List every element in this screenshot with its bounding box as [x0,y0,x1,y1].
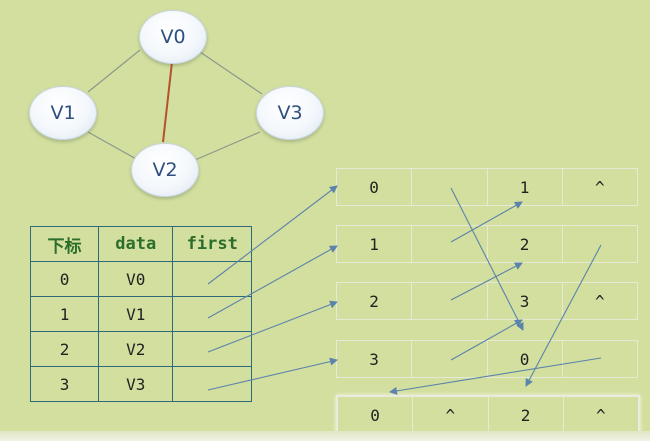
edge-cell [412,341,488,377]
table-header-row: 下标 data first [29,226,252,262]
edge-cell: ^ [596,405,606,425]
arrow-first-2 [207,300,338,353]
edge-v0-v2-highlight [162,61,173,143]
table-row: 2 V2 [29,331,252,367]
arrow-row1-next [450,201,523,243]
node-v3: V3 [256,86,324,140]
cell-data: V1 [98,296,174,332]
arrow-first-0 [207,185,338,285]
arrow-row0-next [450,187,524,331]
cell-data: V3 [98,366,174,402]
cell-first [172,331,252,367]
edge-cell: 3 [488,283,563,319]
cell-index: 3 [29,366,100,402]
cell-first [172,296,252,332]
node-label: V1 [50,102,76,124]
cell-first [172,366,252,402]
table-row: 0 V0 [29,261,252,297]
arrow-row3-next [450,319,523,361]
edge-cell: 0 [488,341,563,377]
edge-cell: 2 [488,226,563,262]
edge-cell: ^ [595,291,605,311]
cell-index: 2 [29,331,100,367]
edge-cell [412,226,488,262]
cell-first [172,261,252,297]
edge-v0-v1 [87,49,141,93]
node-v1: V1 [29,86,97,140]
edge-v1-v2 [87,131,139,161]
edge-v2-v3 [194,131,261,161]
node-label: V3 [277,102,303,124]
node-label: V2 [152,159,178,181]
edge-cell: ^ [595,177,605,197]
node-v0: V0 [139,10,207,64]
vertex-table: 下标 data first 0 V0 1 V1 2 V2 3 V3 [29,226,252,402]
edge-v0-v3 [199,51,263,95]
edge-cell: 2 [337,283,413,319]
arrow-first-1 [207,245,338,319]
arrow-row2-next [450,262,523,301]
arrow-row3-link [389,357,602,395]
arrow-row1-link [525,244,602,387]
edge-cell [412,283,488,319]
edge-cell: ^ [413,397,489,433]
cell-data: V0 [98,261,174,297]
edge-cell [412,169,488,205]
edge-node-row: 1 2 [336,225,638,263]
edge-cell: 1 [488,169,563,205]
edge-cell: 0 [337,169,413,205]
node-label: V0 [160,26,186,48]
cell-data: V2 [98,331,174,367]
header-first: first [172,226,252,262]
table-row: 3 V3 [29,366,252,402]
edge-cell: 3 [337,341,413,377]
node-v2: V2 [131,143,199,197]
table-row: 1 V1 [29,296,252,332]
arrow-first-3 [207,357,338,391]
cell-index: 1 [29,296,100,332]
header-index: 下标 [29,226,100,262]
bottom-band [0,431,650,441]
edge-cell: 1 [337,226,413,262]
edge-cell: 2 [489,397,564,433]
header-data: data [98,226,174,262]
edge-cell: 0 [338,397,414,433]
